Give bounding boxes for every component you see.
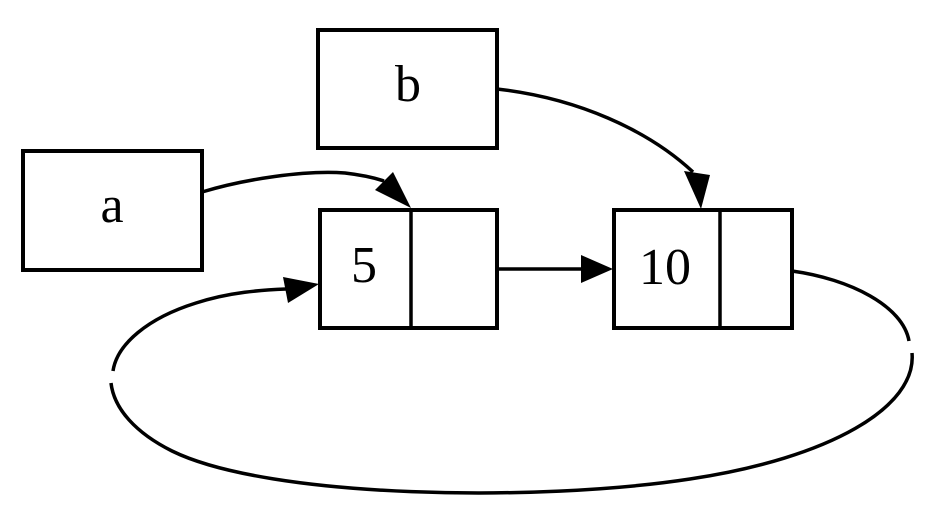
pointer-box-a-label: a (100, 177, 123, 234)
loop-curve-segment-right (791, 269, 911, 342)
pointer-box-b-rect (316, 28, 499, 150)
cons-cell-10: 10 (612, 208, 794, 330)
pointer-box-a-rect (21, 149, 204, 272)
cons-cell-10-value: 10 (639, 239, 691, 296)
edge-a-to-cell5-curve (201, 170, 385, 194)
arrowhead-icon (684, 171, 710, 209)
loop-curve-segment-left (111, 287, 287, 372)
pointer-box-b-label: b (395, 56, 421, 113)
edge-cell5-to-cell10 (497, 255, 613, 283)
arrowhead-icon (581, 255, 613, 283)
arrowhead-icon (375, 172, 411, 208)
edge-b-to-cell10 (496, 87, 710, 209)
cons-cell-5-value: 5 (351, 237, 377, 294)
edge-b-to-cell10-curve (496, 87, 695, 174)
arrowhead-icon (283, 277, 319, 303)
cons-cell-10-rect (612, 208, 794, 330)
loop-curve-segment-bottom (109, 352, 914, 495)
edge-a-to-cell5 (201, 170, 411, 208)
cons-cell-5-rect (318, 208, 499, 330)
cons-cell-5: 5 (318, 208, 499, 330)
pointer-box-b: b (316, 28, 499, 150)
pointer-box-a: a (21, 149, 204, 272)
edge-cell10-loop-to-cell5 (109, 269, 914, 495)
